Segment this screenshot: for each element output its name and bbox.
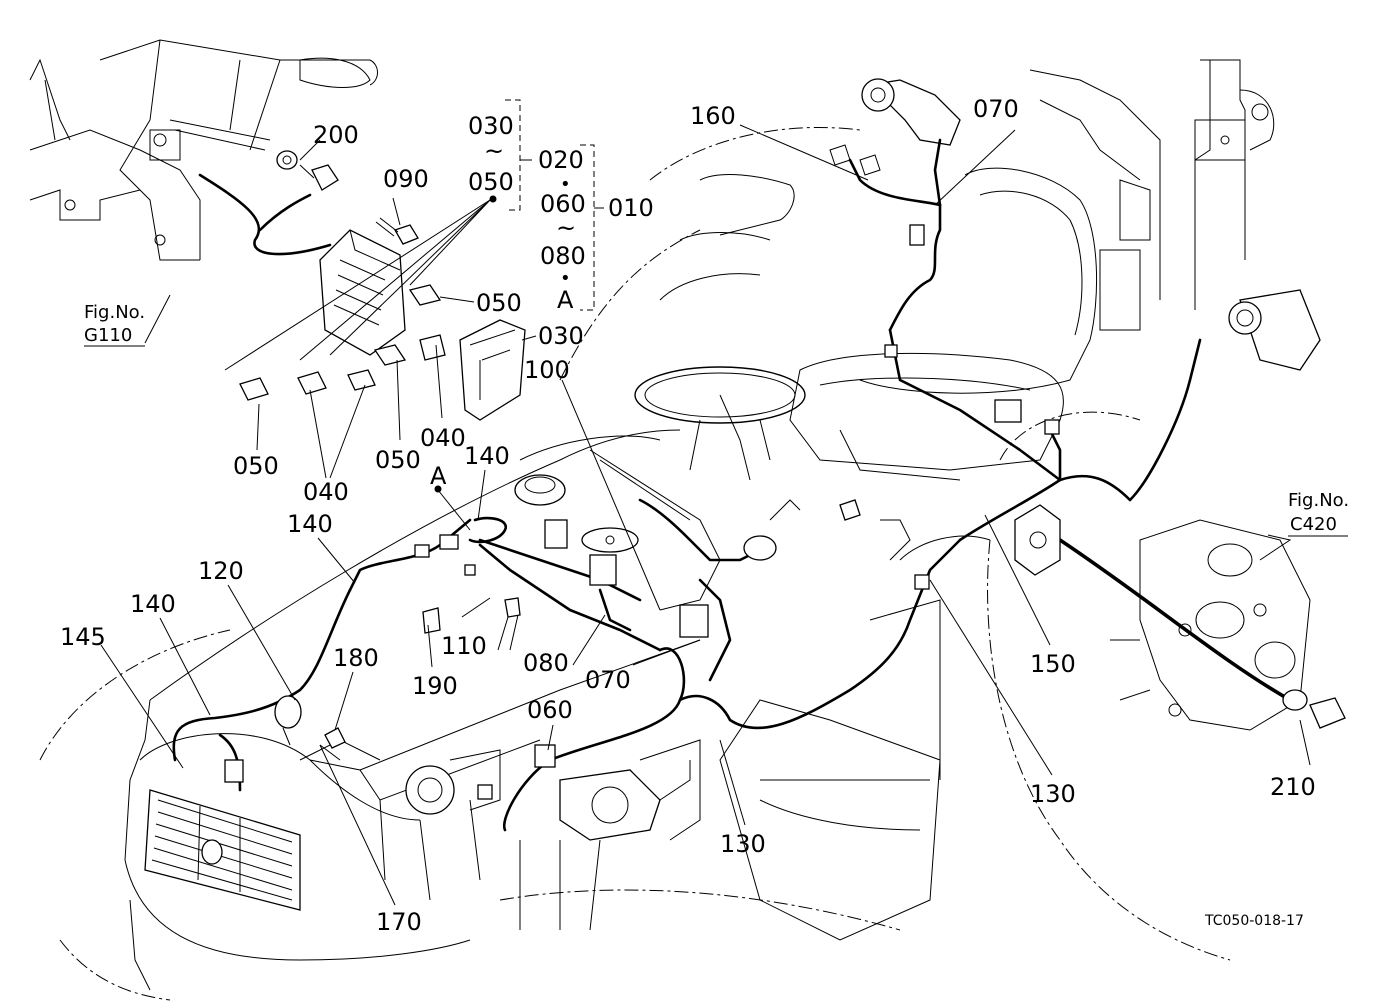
figure-reference-g110: Fig.No. G110: [84, 302, 145, 347]
callout-190: 190: [412, 672, 458, 700]
callout-140-c: 140: [130, 590, 176, 618]
key-switch-100: [581, 527, 639, 553]
callout-080: 080: [540, 242, 586, 270]
callout-170: 170: [376, 908, 422, 936]
callout-labels: 200 090 030 ~ 050 020 • 060 ~ 080 • A 01…: [60, 95, 1316, 936]
starter-and-throttle: [743, 499, 861, 561]
range-brackets: [505, 99, 604, 311]
callout-050-a: 050: [233, 452, 279, 480]
callout-050: 050: [468, 168, 514, 196]
callout-090: 090: [383, 165, 429, 193]
callout-140-a: 140: [464, 442, 510, 470]
range-dot-1: •: [560, 174, 571, 195]
light-160: [829, 144, 881, 176]
callout-140-b: 140: [287, 510, 333, 538]
bolt-210: [1282, 689, 1346, 729]
callout-050-fuse: 050: [476, 289, 522, 317]
callout-030: 030: [468, 112, 514, 140]
connectors: [224, 224, 1060, 800]
callout-020: 020: [538, 146, 584, 174]
callout-040-a: 040: [420, 424, 466, 452]
ref-dot-a2: [434, 485, 442, 493]
fig-ref-c420-line1: Fig.No.: [1288, 490, 1349, 511]
callout-030-cover: 030: [538, 322, 584, 350]
callout-a-point: A: [430, 462, 447, 490]
callout-070-a: 070: [973, 95, 1019, 123]
fuse-box: [319, 229, 406, 356]
callout-010: 010: [608, 194, 654, 222]
callout-050-b: 050: [375, 446, 421, 474]
switch-150: [1014, 504, 1061, 576]
callout-120: 120: [198, 557, 244, 585]
relay-190: [422, 607, 441, 634]
callout-150: 150: [1030, 650, 1076, 678]
sensor-180: [319, 727, 346, 761]
callout-210: 210: [1270, 773, 1316, 801]
callout-130-b: 130: [720, 830, 766, 858]
fig-ref-c420-line2: C420: [1290, 514, 1337, 535]
range-tilde-1: ~: [484, 137, 504, 165]
main-wire-harness: [172, 138, 1292, 832]
figure-reference-c420: Fig.No. C420: [1288, 490, 1349, 537]
callout-a-ref: A: [557, 286, 574, 314]
ref-dot-a: [489, 195, 497, 203]
screw-090: [375, 217, 419, 245]
callout-060-b: 060: [527, 696, 573, 724]
horn-120: [274, 695, 302, 746]
callout-110: 110: [441, 632, 487, 660]
fuse-cover-030: [459, 319, 526, 421]
tractor-body-outline: [29, 39, 1321, 1001]
drawing-code: TC050-018-17: [1204, 913, 1304, 929]
callout-145: 145: [60, 623, 106, 651]
callout-200: 200: [313, 121, 359, 149]
callout-070-b: 070: [585, 666, 631, 694]
range-tilde-2: ~: [556, 214, 576, 242]
sensor-110: [497, 597, 521, 651]
callout-080-b: 080: [523, 649, 569, 677]
callout-130-a: 130: [1030, 780, 1076, 808]
callout-040-b: 040: [303, 478, 349, 506]
fig-ref-g110-line1: Fig.No.: [84, 302, 145, 323]
range-dot-2: •: [560, 268, 571, 289]
fig-ref-g110-line2: G110: [84, 325, 132, 346]
callout-100: 100: [524, 356, 570, 384]
bolt-200: [276, 150, 339, 191]
callout-180: 180: [333, 644, 379, 672]
leader-lines: [100, 124, 1311, 906]
callout-160: 160: [690, 102, 736, 130]
callout-060: 060: [540, 190, 586, 218]
